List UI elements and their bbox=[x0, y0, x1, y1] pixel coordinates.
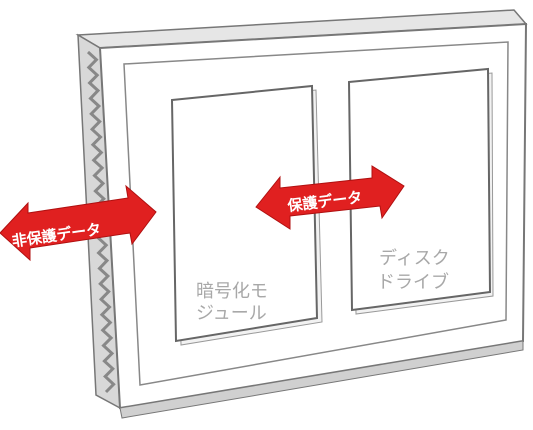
encryption-module-panel bbox=[170, 84, 319, 343]
encryption-module: 暗号化モ ジュール bbox=[170, 84, 323, 346]
disk-drive-module: ディスク ドライブ bbox=[347, 67, 494, 315]
disk-drive-label-line1: ディスク bbox=[379, 248, 450, 269]
disk-drive-label-line2: ドライブ bbox=[377, 271, 449, 293]
encryption-module-label-line2: ジュール bbox=[196, 303, 267, 324]
protected-arrow-shape bbox=[255, 165, 405, 230]
unprotected-arrow-shape bbox=[0, 184, 157, 262]
disk-drive-panel bbox=[347, 67, 492, 312]
device-bottom-edge bbox=[119, 340, 524, 419]
encryption-module-label-line1: 暗号化モ bbox=[196, 281, 268, 302]
device-inner-border bbox=[123, 41, 509, 386]
